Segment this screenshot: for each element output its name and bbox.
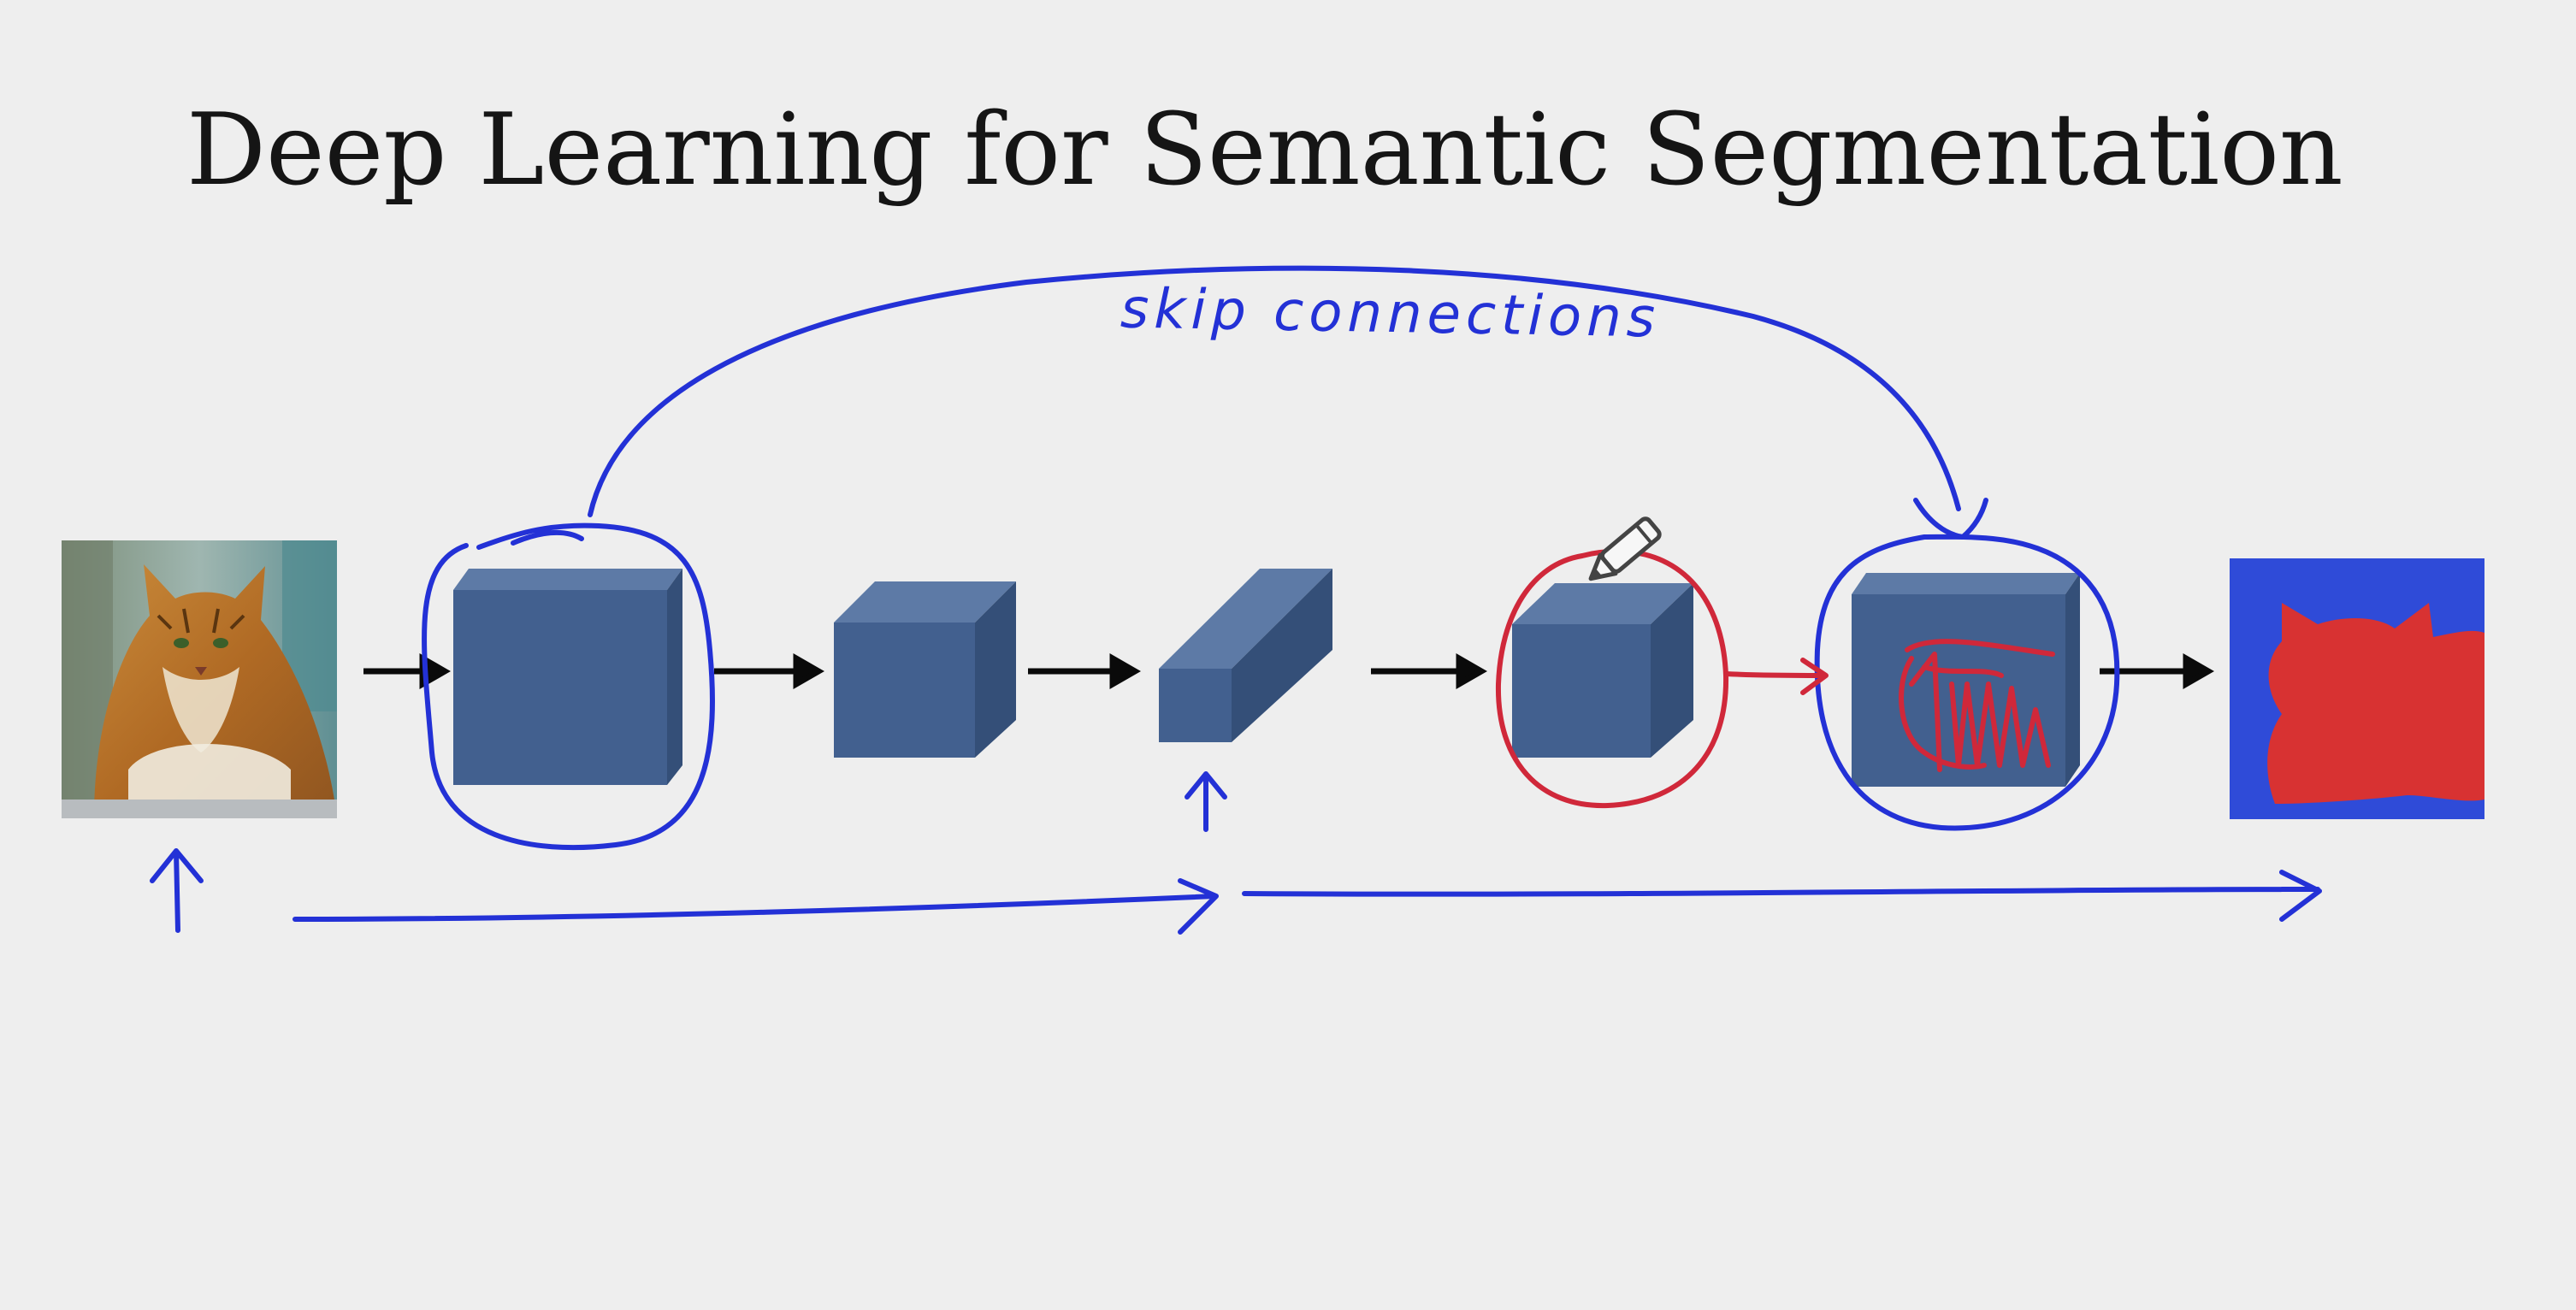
skip-connection-curve	[588, 265, 1961, 517]
decoder-block-circle	[1495, 548, 1729, 809]
decoder-block-1	[1512, 583, 1693, 758]
encoder-block-2	[834, 581, 1016, 758]
bottleneck-up-arrow	[1185, 771, 1227, 832]
skip-connection-arrowhead	[1913, 498, 1988, 540]
decoder-circle	[1814, 534, 2120, 831]
encoder-block-1	[453, 569, 682, 785]
skip-connection-annotations	[150, 265, 2322, 935]
mask-scribble	[1899, 639, 2055, 772]
encoder-circle	[422, 522, 715, 851]
upsample-annotations	[1495, 548, 2055, 809]
pencil-icon	[1588, 516, 1662, 581]
segmentation-output	[2230, 558, 2484, 819]
slide-title: Deep Learning for Semantic Segmentation	[186, 92, 2343, 208]
skip-connections-label: skip connections	[1120, 277, 1661, 351]
input-up-arrow	[150, 848, 204, 933]
input-image	[62, 540, 337, 818]
bottleneck-block	[1159, 569, 1332, 742]
encoder-path-arrow	[292, 878, 1219, 935]
upsample-arrow	[1723, 658, 1829, 695]
decoder-path-arrow	[1242, 870, 2322, 922]
